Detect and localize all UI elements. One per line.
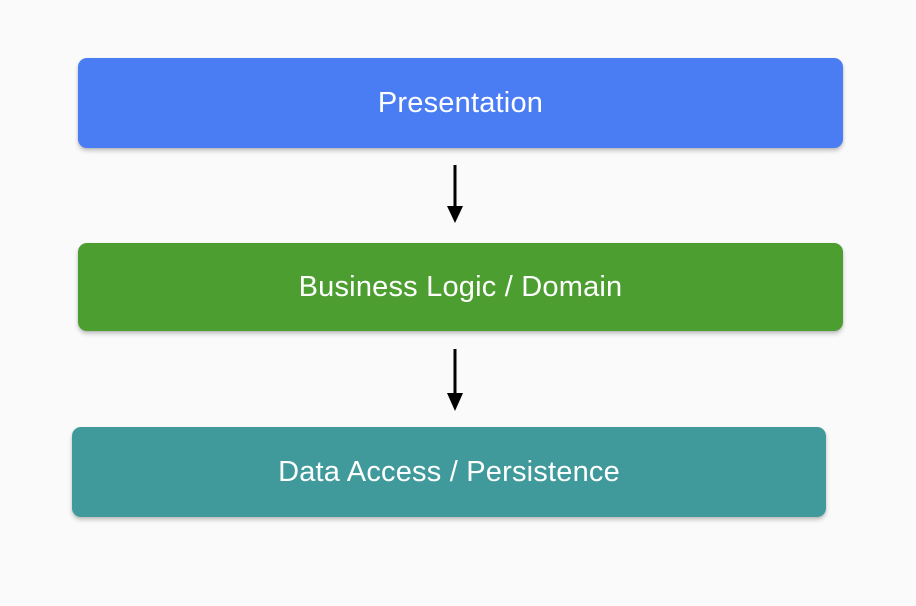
layer-box-business-logic[interactable]: Business Logic / Domain [78, 243, 843, 331]
layer-label-business-logic: Business Logic / Domain [298, 270, 623, 303]
layer-label-presentation: Presentation [377, 86, 544, 119]
layer-label-data-access: Data Access / Persistence [278, 455, 620, 488]
layer-box-presentation[interactable]: Presentation [78, 58, 843, 148]
arrow-head-icon [447, 206, 463, 223]
arrow-head-icon [447, 393, 463, 411]
layer-box-data-access[interactable]: Data Access / Persistence [72, 427, 826, 517]
